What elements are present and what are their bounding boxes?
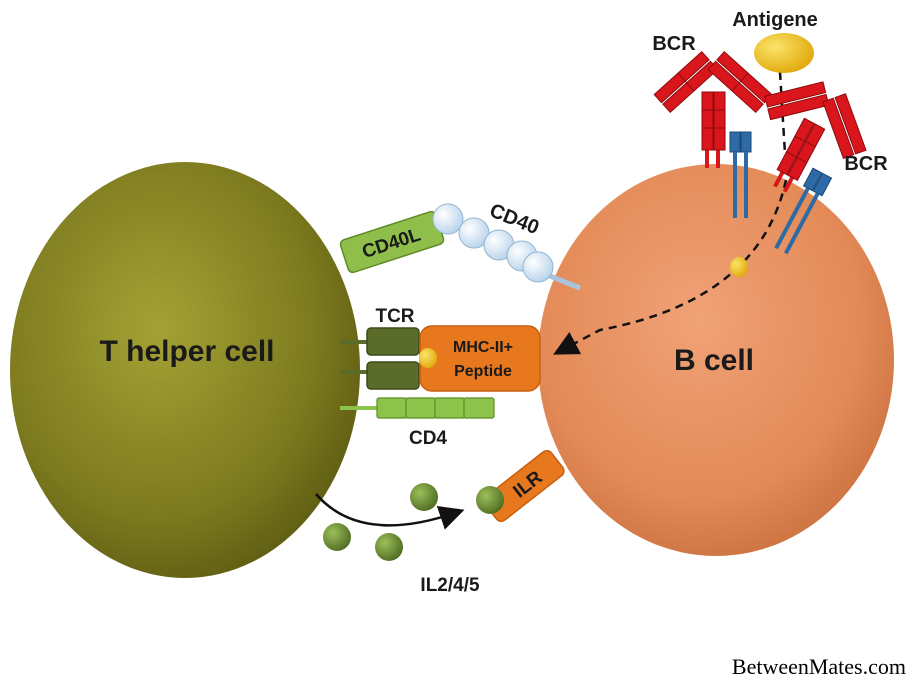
mhc-label-line1: MHC-II+ (453, 339, 513, 356)
tcr-receptor (340, 327, 420, 390)
peptide-dot (419, 348, 437, 368)
antigen-particle (754, 33, 814, 73)
cytokines (323, 483, 504, 561)
b-cell (538, 164, 894, 556)
watermark: BetweenMates.com (731, 654, 906, 679)
cd4-receptor (340, 397, 495, 419)
bcr-right-receptor (764, 81, 867, 255)
b-cell-label: B cell (674, 344, 754, 377)
antigen-path-arrow (553, 179, 788, 355)
cd4-label: CD4 (409, 428, 447, 449)
antigen-path-vertical (778, 71, 788, 171)
bcr-right-label: BCR (844, 153, 888, 175)
cd40l-receptor: CD40L (339, 210, 445, 274)
t-helper-cell-label: T helper cell (99, 335, 274, 368)
cd40-receptor (432, 203, 581, 291)
antigene-label: Antigene (732, 9, 818, 31)
bcr-left-label: BCR (652, 33, 696, 55)
t-helper-cell (10, 162, 360, 578)
bcr-left-receptor (653, 50, 773, 218)
mhc-label-line2: Peptide (454, 363, 512, 380)
cytokine-arrow (315, 493, 465, 530)
mhc-ii-complex: MHC-II+ Peptide (419, 325, 541, 392)
cytokines-label: IL2/4/5 (420, 575, 480, 596)
tcr-label: TCR (375, 306, 414, 327)
internalized-antigen (730, 257, 748, 277)
